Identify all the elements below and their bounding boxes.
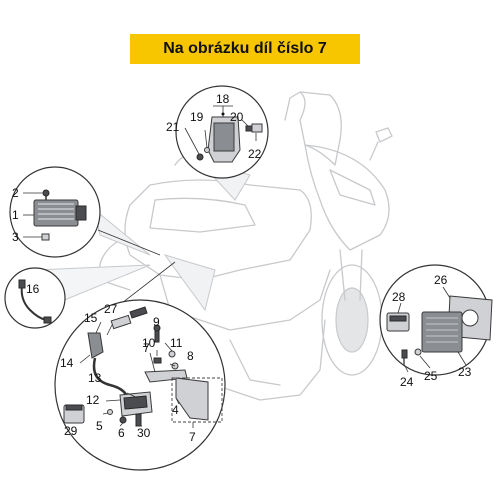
label-13: 13 bbox=[88, 371, 102, 385]
label-20: 20 bbox=[230, 110, 244, 124]
label-5: 5 bbox=[96, 419, 103, 433]
label-22: 22 bbox=[248, 147, 262, 161]
label-4: 4 bbox=[172, 403, 179, 417]
label-26: 26 bbox=[434, 273, 448, 287]
label-21: 21 bbox=[166, 120, 180, 134]
label-9: 9 bbox=[153, 315, 160, 329]
label-1: 1 bbox=[12, 208, 19, 222]
regulator-callout bbox=[9, 166, 161, 258]
label-27: 27 bbox=[104, 302, 118, 316]
title-text: Na obrázku díl číslo 7 bbox=[163, 40, 327, 57]
label-15: 15 bbox=[84, 311, 98, 325]
label-2: 2 bbox=[12, 186, 19, 200]
label-10: 10 bbox=[142, 336, 156, 350]
label-28: 28 bbox=[392, 290, 406, 304]
title-banner: Na obrázku díl číslo 7 bbox=[130, 34, 360, 64]
label-29: 29 bbox=[64, 424, 78, 438]
label-11: 11 bbox=[170, 336, 183, 350]
label-7b: 7 bbox=[189, 430, 196, 444]
label-6: 6 bbox=[118, 426, 125, 440]
label-24: 24 bbox=[400, 375, 414, 389]
label-3: 3 bbox=[12, 230, 19, 244]
label-16: 16 bbox=[26, 282, 40, 296]
relay-callout bbox=[175, 85, 269, 201]
label-7a: 7 bbox=[143, 341, 150, 355]
label-12: 12 bbox=[86, 393, 100, 407]
connector-callout bbox=[54, 254, 226, 471]
wire-callout bbox=[4, 264, 151, 329]
label-19: 19 bbox=[190, 110, 204, 124]
label-18: 18 bbox=[216, 92, 230, 106]
label-25: 25 bbox=[424, 369, 438, 383]
right-regulator-callout bbox=[379, 264, 493, 376]
label-14: 14 bbox=[60, 356, 74, 370]
label-30: 30 bbox=[137, 426, 151, 440]
part-number-labels: 1 2 3 16 18 19 20 21 22 26 28 23 24 25 2… bbox=[12, 92, 472, 444]
label-8: 8 bbox=[187, 349, 194, 363]
label-23: 23 bbox=[458, 365, 472, 379]
